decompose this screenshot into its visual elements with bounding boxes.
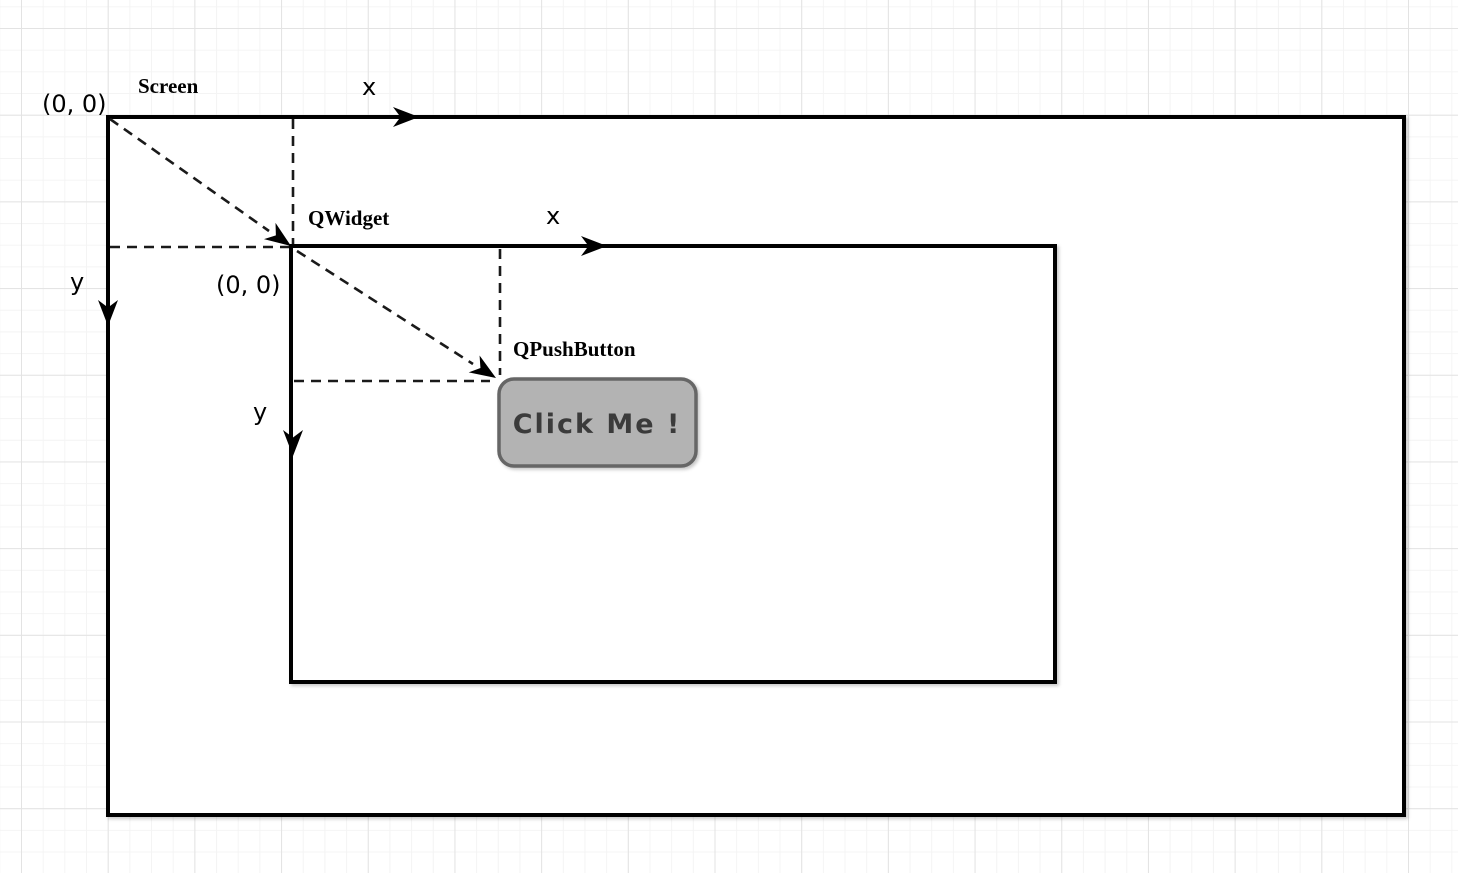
- screen-y-axis-label: y: [70, 268, 84, 296]
- screen-x-axis-label: x: [362, 73, 376, 101]
- offset-arrow-widget-head-icon: [468, 355, 496, 378]
- screen-label: Screen: [138, 74, 199, 98]
- offset-arrow-widget-line: [296, 249, 474, 366]
- widget-origin-label: (0, 0): [216, 271, 281, 299]
- click-me-button[interactable]: [497, 377, 698, 468]
- widget-y-axis-label: y: [253, 398, 267, 426]
- widget-x-axis-arrow-icon: [581, 236, 607, 256]
- offset-arrow-screen-head-icon: [263, 222, 291, 246]
- push-button-label: QPushButton: [513, 337, 636, 361]
- screen-to-widget-guides: [109, 117, 295, 249]
- screen-origin-label: (0, 0): [42, 90, 107, 118]
- offset-arrow-screen-line: [109, 117, 270, 233]
- widget-y-axis-arrow-icon: [283, 430, 303, 456]
- screen-x-axis-arrow-icon: [393, 107, 419, 127]
- widget-x-axis-label: x: [546, 202, 560, 230]
- click-me-button-text[interactable]: Click Me !: [513, 409, 682, 440]
- widget-label: QWidget: [308, 206, 389, 230]
- widget-to-button-guides: [294, 249, 502, 383]
- push-button-group: QPushButton Click Me !: [497, 337, 698, 468]
- screen-y-axis-arrow-icon: [98, 300, 118, 326]
